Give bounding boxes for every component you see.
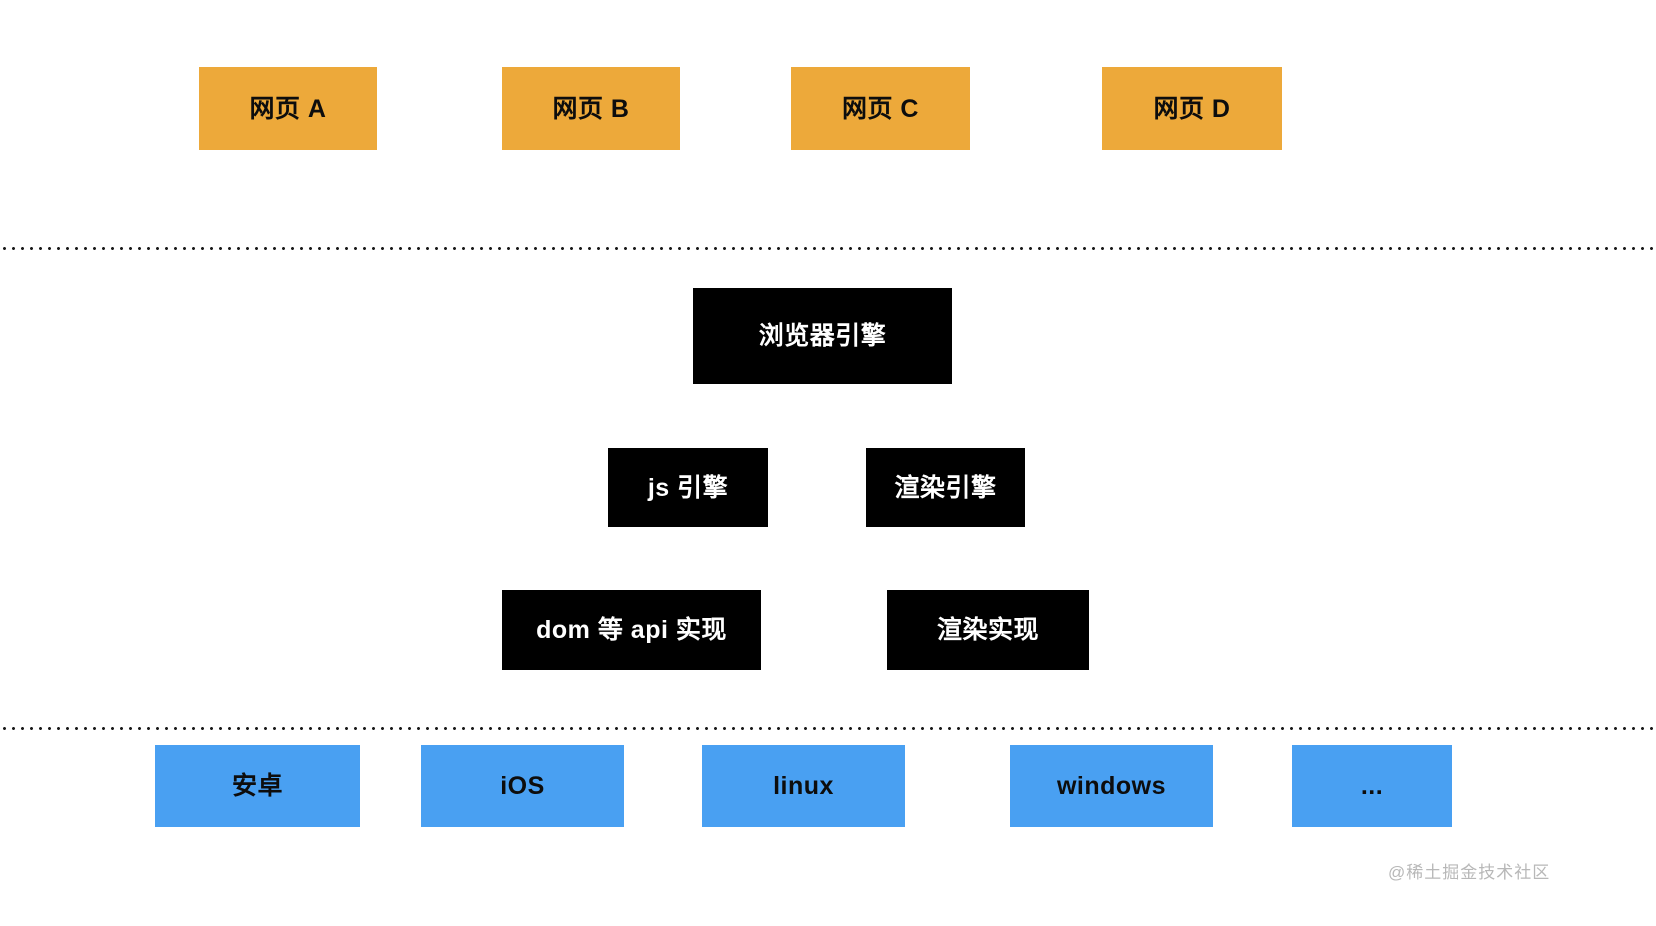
node-rendering-implementation: 渲染实现 <box>887 590 1089 670</box>
node-web-page-b: 网页 B <box>502 67 680 150</box>
node-browser-engine: 浏览器引擎 <box>693 288 952 384</box>
node-web-page-d: 网页 D <box>1102 67 1282 150</box>
node-os-linux: linux <box>702 745 905 827</box>
node-os-windows: windows <box>1010 745 1213 827</box>
node-rendering-engine: 渲染引擎 <box>866 448 1025 527</box>
node-web-page-c: 网页 C <box>791 67 970 150</box>
node-web-page-a: 网页 A <box>199 67 377 150</box>
divider-pages-engine <box>0 247 1656 250</box>
watermark: @稀土掘金技术社区 <box>1388 863 1551 882</box>
node-os-android: 安卓 <box>155 745 360 827</box>
divider-engine-os <box>0 727 1656 730</box>
node-os-more: ... <box>1292 745 1452 827</box>
node-os-ios: iOS <box>421 745 624 827</box>
node-js-engine: js 引擎 <box>608 448 768 527</box>
node-dom-api-implementation: dom 等 api 实现 <box>502 590 761 670</box>
